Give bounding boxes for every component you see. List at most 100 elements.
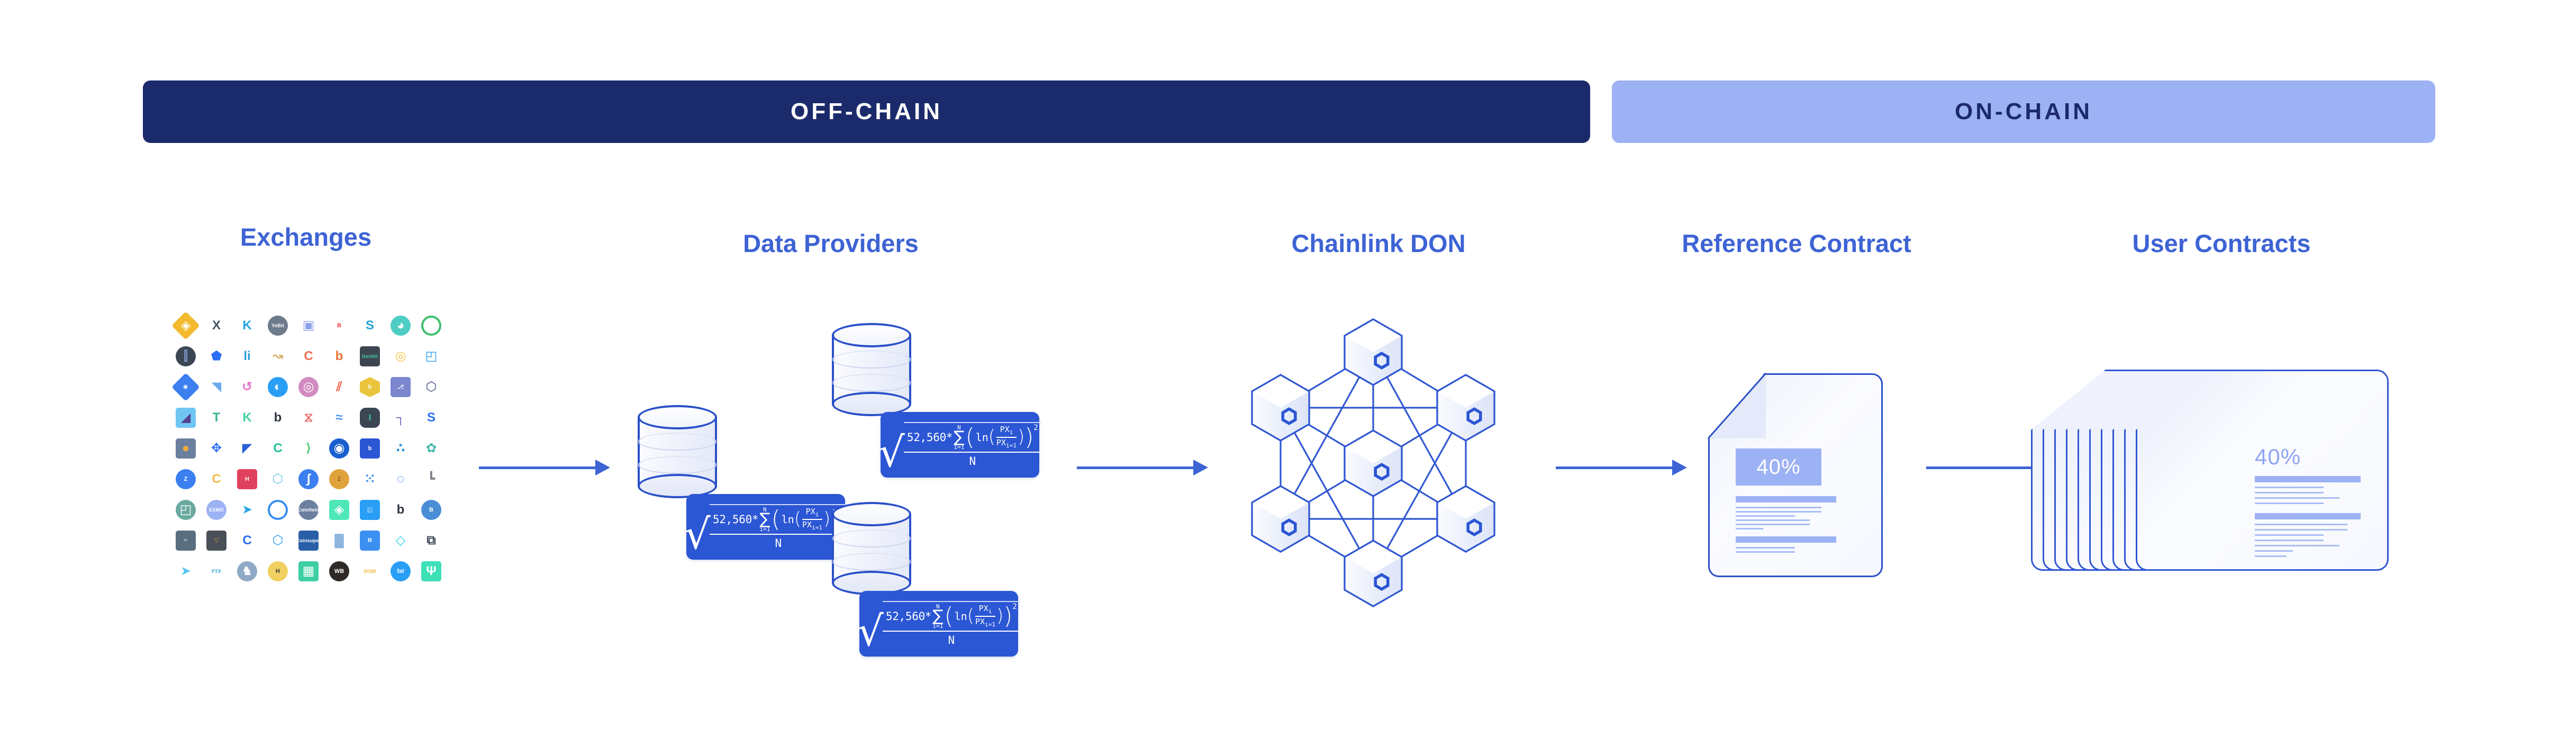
exchange-cell: ◱ bbox=[355, 495, 385, 525]
exchange-cell: ◕ bbox=[385, 310, 416, 341]
exchange-cell: b bbox=[355, 372, 385, 402]
exchange-cell: ◰ bbox=[170, 495, 201, 525]
don-node-bottom bbox=[1345, 541, 1402, 606]
arrow-exchanges-to-providers bbox=[479, 460, 610, 475]
doc-text-line bbox=[2255, 534, 2324, 536]
doc-text-line bbox=[2255, 529, 2347, 531]
doc-text-line bbox=[2255, 487, 2324, 488]
doc-text-line bbox=[1736, 511, 1821, 513]
exchange-logo-poloniex-icon: ⬡ bbox=[425, 380, 437, 394]
exchange-cell: ▽ bbox=[201, 525, 232, 556]
reference-value-chip: 40% bbox=[1736, 448, 1821, 486]
exchange-logo-upbit-icon: ⫽ bbox=[336, 380, 342, 394]
exchange-logo-coindeal-icon: ⟩ bbox=[305, 441, 312, 455]
radical-icon: √ bbox=[878, 428, 905, 477]
exchange-cell: C bbox=[293, 341, 324, 372]
exchange-logo-exmo-icon: EXMO bbox=[206, 500, 226, 520]
exchange-cell: K bbox=[232, 402, 262, 433]
exchange-logo-hotcoin-icon: ▽ bbox=[206, 531, 226, 551]
exchange-logo-ethfinex-icon: ⧉ bbox=[427, 533, 436, 547]
exchange-cell: Coinfield bbox=[293, 495, 324, 525]
doc-text-line bbox=[2255, 545, 2339, 546]
exchange-logo-bitmex-icon: ▓ bbox=[334, 533, 344, 547]
exchange-logo-fatbtc-icon: fat bbox=[391, 561, 411, 581]
exchange-cell: S bbox=[355, 310, 385, 341]
exchange-cell: ⬟ bbox=[201, 341, 232, 372]
exchange-cell: ◉ bbox=[170, 372, 201, 402]
exchange-logo-whitebit-icon: WB bbox=[329, 561, 349, 581]
doc-text-line bbox=[2255, 497, 2339, 499]
exchange-cell: ┐ bbox=[385, 402, 416, 433]
exchange-logo-bitbay-icon: B bbox=[421, 500, 441, 520]
exchange-cell: ʃ bbox=[293, 464, 324, 495]
exchange-logo-bitforex-icon: ⧖ bbox=[304, 410, 313, 425]
exchange-logo-gryphon-icon: ✿ bbox=[425, 441, 437, 455]
exchange-cell: ⬡ bbox=[262, 525, 293, 556]
don-node-lower-left bbox=[1252, 486, 1309, 552]
exchange-logo-bitsten-icon: ▦ bbox=[298, 561, 319, 581]
exchange-cell: ⫿ bbox=[170, 341, 201, 372]
doc-text-line bbox=[1736, 524, 1810, 525]
user-contracts-stack: 40% bbox=[2031, 370, 2401, 581]
doc-heading-bar bbox=[1736, 496, 1836, 502]
exchange-logo-coinex-icon: C bbox=[421, 316, 441, 336]
exchange-logo-stex-icon: S bbox=[365, 318, 374, 333]
contract-sheet-front: 40% bbox=[2136, 370, 2389, 571]
database-cylinder bbox=[832, 502, 911, 595]
don-node-top bbox=[1345, 319, 1402, 385]
exchange-cell: ▣ bbox=[293, 310, 324, 341]
stage-title-user-contracts: User Contracts bbox=[2132, 229, 2311, 257]
exchange-logo-bittrex-icon: ▌ bbox=[268, 500, 288, 520]
exchange-cell: ≈ bbox=[324, 402, 355, 433]
exchange-logo-hoo-icon: ◈ bbox=[329, 500, 349, 520]
exchange-logo-bilaxy-icon: b bbox=[360, 377, 380, 397]
exchange-logo-cointiger-icon: ◉ bbox=[171, 373, 200, 401]
exchange-cell: ▦ bbox=[293, 556, 324, 587]
exchange-logo-zb-com-icon: Z bbox=[329, 469, 349, 489]
exchange-logo-liquid-icon: li bbox=[243, 349, 251, 363]
reference-value: 40% bbox=[1756, 455, 1801, 479]
exchange-logo-bibox-icon: b bbox=[335, 349, 343, 363]
exchange-cell: H bbox=[262, 556, 293, 587]
exchange-logo-gopax-icon: ⁙ bbox=[364, 472, 376, 486]
exchange-cell: X bbox=[201, 310, 232, 341]
don-node-center bbox=[1345, 430, 1402, 496]
exchange-logo-bitbns-icon: ⎇ bbox=[391, 377, 411, 397]
exchange-logo-bitbank-icon: b bbox=[274, 410, 282, 425]
doc-text-line bbox=[2255, 524, 2347, 525]
exchange-cell: ⫿ bbox=[355, 402, 385, 433]
exchange-cell: ⎇ bbox=[385, 372, 416, 402]
exchange-logo-cobinhood-icon: C bbox=[212, 472, 221, 486]
exchange-logo-binance-icon: ◈ bbox=[171, 311, 200, 340]
document-fold-icon bbox=[1707, 373, 1766, 439]
exchange-logo-bitlish-icon: ┗ bbox=[427, 472, 436, 486]
doc-text-line bbox=[1736, 515, 1795, 517]
exchange-logo-bitmart-icon: ▣ bbox=[298, 316, 319, 336]
arrow-providers-to-don bbox=[1077, 460, 1208, 475]
exchange-cell: ┗ bbox=[416, 464, 447, 495]
exchange-logo-mercatox-icon: ◥ bbox=[211, 380, 222, 394]
exchange-cell: ↝ bbox=[262, 341, 293, 372]
exchange-logo-aax-icon: ⬡ bbox=[272, 533, 284, 547]
exchange-cell: ⬡ bbox=[262, 464, 293, 495]
onchain-banner-label: ON-CHAIN bbox=[1955, 98, 2092, 124]
exchange-logo-coinegg-icon: C bbox=[273, 441, 283, 455]
doc-text-line bbox=[2255, 540, 2324, 541]
exchange-cell: C bbox=[416, 310, 447, 341]
exchange-logo-hotbit-icon: ┐ bbox=[396, 410, 405, 425]
exchange-cell: ⁙ bbox=[355, 464, 385, 495]
exchange-cell: ➤ bbox=[232, 495, 262, 525]
don-network-svg bbox=[1217, 289, 1545, 633]
exchange-cell: ● bbox=[170, 433, 201, 464]
exchange-logo-hitbtc-icon: H bbox=[237, 469, 257, 489]
exchange-logo-bitrue-icon: ◎ bbox=[298, 377, 319, 397]
exchange-cell: H bbox=[232, 464, 262, 495]
doc-text-line bbox=[2255, 492, 2324, 493]
exchange-cell: ◥ bbox=[201, 372, 232, 402]
exchange-cell: ✒ bbox=[170, 525, 201, 556]
exchange-cell: C bbox=[262, 433, 293, 464]
exchange-logo-hanbitco-icon: H bbox=[268, 561, 288, 581]
